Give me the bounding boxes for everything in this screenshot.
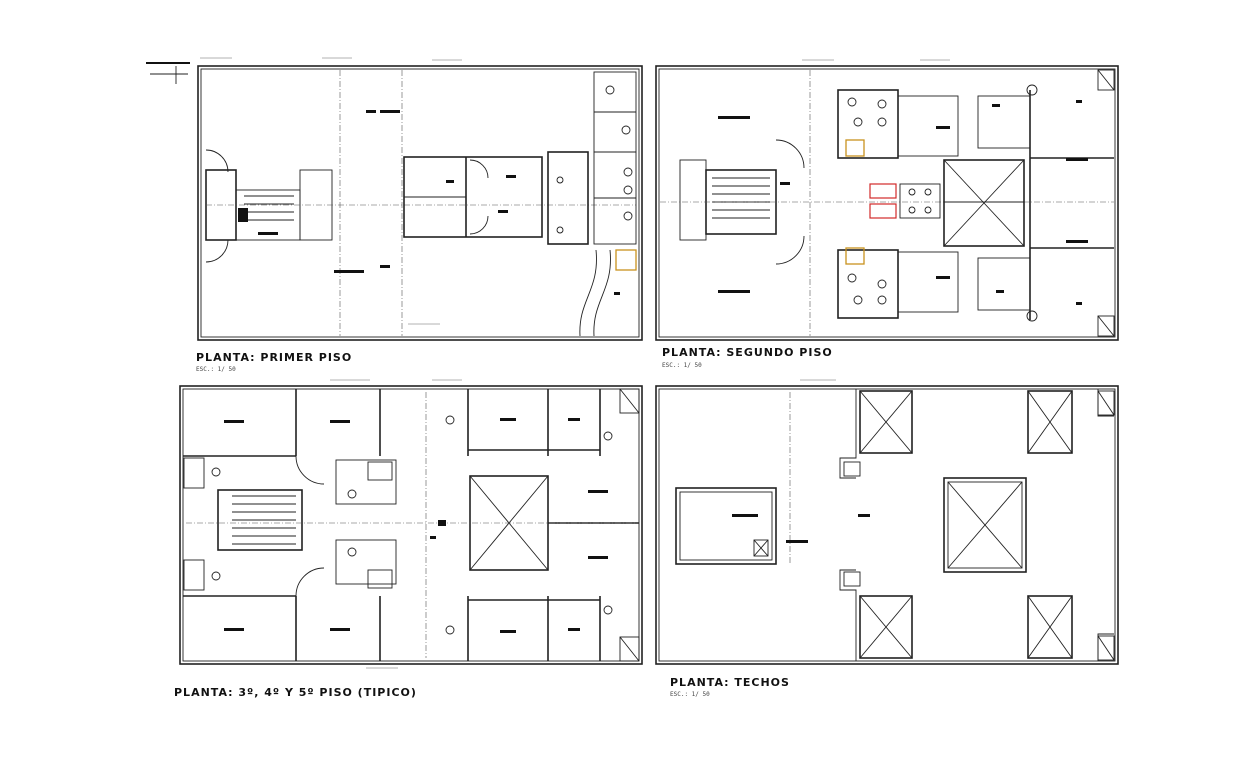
plan-title-3: PLANTA: 3º, 4º Y 5º PISO (TIPICO) (174, 686, 417, 699)
plan-primer-piso (146, 62, 643, 341)
plan-title-2: PLANTA: SEGUNDO PISO (662, 346, 833, 359)
plan-tipico (179, 385, 643, 665)
plan-segundo-piso (655, 65, 1119, 341)
plan-title-4: PLANTA: TECHOS (670, 676, 790, 689)
plan-techos (655, 385, 1119, 665)
plan-scale-1: ESC.: 1/ 50 (196, 366, 236, 373)
dimension-annotations (200, 57, 950, 669)
plan-title-1: PLANTA: PRIMER PISO (196, 351, 353, 364)
plan-scale-4: ESC.: 1/ 50 (670, 691, 710, 698)
plan-scale-2: ESC.: 1/ 50 (662, 362, 702, 369)
